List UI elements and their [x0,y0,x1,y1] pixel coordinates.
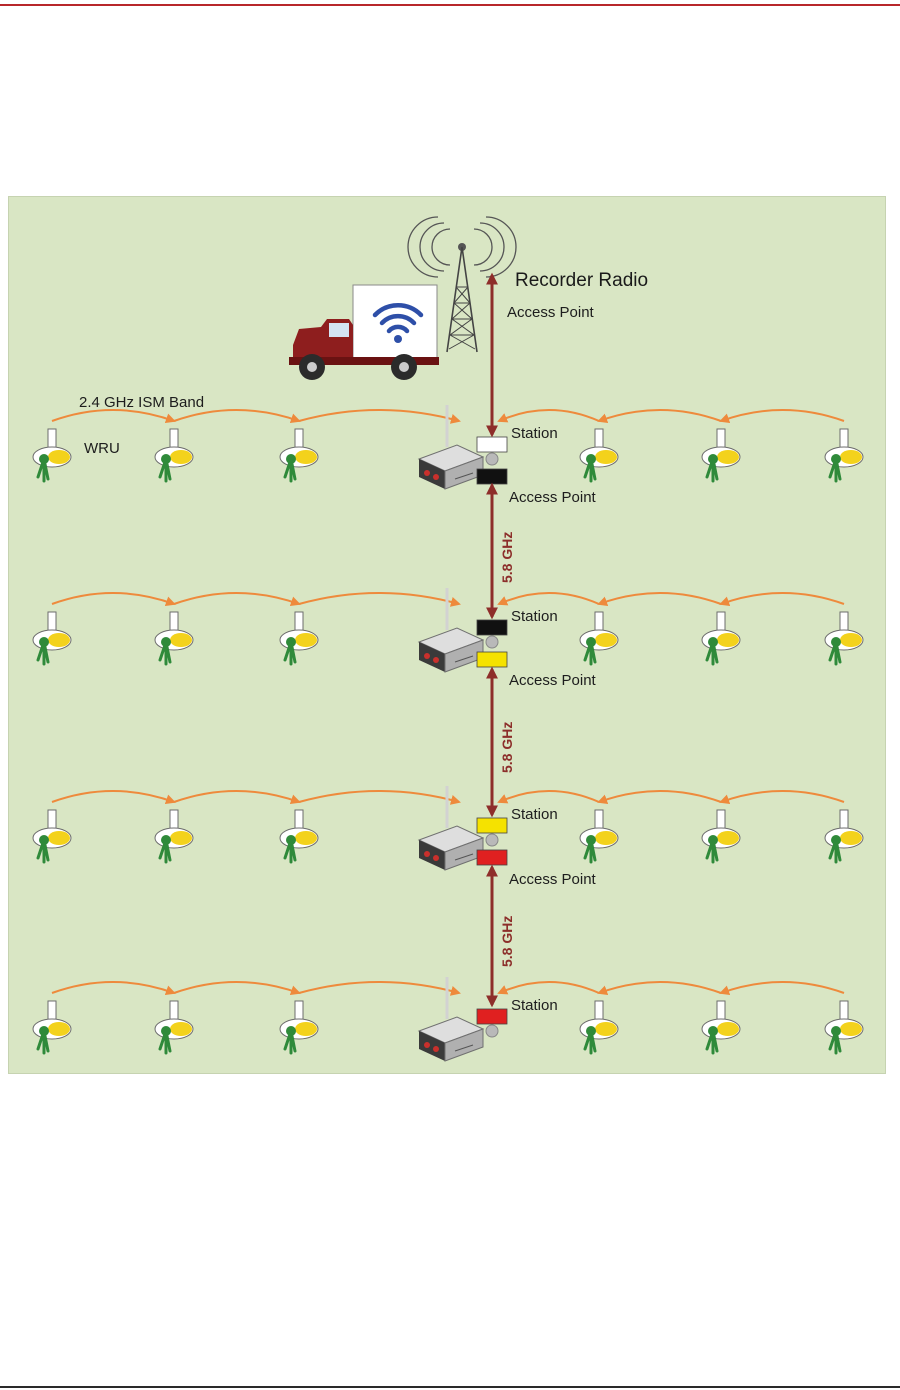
mesh-arrow [599,791,721,802]
band-58-label-1: 5.8 GHz [500,532,514,583]
wru-sensor-icon [825,429,863,481]
diagram-canvas [9,197,887,1075]
top-rule [0,4,900,6]
station-radio-badge [477,437,507,452]
access-point-label-1: Access Point [509,490,596,505]
access-point-radio-badge [477,850,507,865]
radio-connector [486,1025,498,1037]
wru-label: WRU [84,441,120,456]
mesh-arrow [174,791,299,802]
access-point-radio-badge [477,469,507,484]
band-58-label-3: 5.8 GHz [500,916,514,967]
truck-icon [289,285,439,380]
wru-sensor-icon [33,1001,71,1053]
mesh-arrow [299,982,459,993]
mesh-arrow [721,982,844,993]
wru-sensor-icon [825,1001,863,1053]
wru-sensor-icon [702,612,740,664]
mesh-arrow [299,593,459,604]
band-24-label: 2.4 GHz ISM Band [79,395,204,410]
mesh-arrow [721,410,844,421]
mesh-arrow [599,410,721,421]
mesh-arrow [174,982,299,993]
recorder-radio-label: Recorder Radio [515,271,648,290]
radio-node-icon [419,588,483,672]
radio-node-icon [419,977,483,1061]
wru-sensor-icon [280,429,318,481]
wru-sensor-icon [580,429,618,481]
station-label-2: Station [511,609,558,624]
mesh-arrow [721,791,844,802]
mesh-arrow [721,593,844,604]
radio-connector [486,453,498,465]
station-radio-badge [477,620,507,635]
mesh-arrow [52,593,174,604]
station-label-4: Station [511,998,558,1013]
wru-sensor-icon [155,612,193,664]
access-point-radio-badge [477,652,507,667]
mesh-arrow [174,593,299,604]
wru-sensor-icon [580,1001,618,1053]
station-radio-badge [477,818,507,833]
wru-sensor-icon [280,1001,318,1053]
access-point-label-top: Access Point [507,305,594,320]
mesh-arrow [499,791,599,802]
mesh-arrow [299,791,459,802]
radio-connector [486,636,498,648]
wru-sensor-icon [702,429,740,481]
radio-node-icon [419,786,483,870]
band-58-label-2: 5.8 GHz [500,722,514,773]
access-point-label-2: Access Point [509,673,596,688]
wru-sensor-icon [33,810,71,862]
mesh-arrow [52,410,174,421]
station-label-3: Station [511,807,558,822]
mesh-arrow [174,410,299,421]
wru-sensor-icon [702,1001,740,1053]
wru-sensor-icon [825,612,863,664]
wru-sensor-icon [580,612,618,664]
radio-connector [486,834,498,846]
mesh-arrow [499,982,599,993]
mesh-arrow [52,791,174,802]
mesh-arrow [599,982,721,993]
bottom-rule [0,1386,900,1388]
mesh-arrow [52,982,174,993]
access-point-label-3: Access Point [509,872,596,887]
mesh-arrow [599,593,721,604]
mesh-arrow [499,593,599,604]
wru-sensor-icon [33,429,71,481]
wru-sensor-icon [155,429,193,481]
wru-sensor-icon [155,1001,193,1053]
radio-node-icon [419,405,483,489]
wru-sensor-icon [33,612,71,664]
wru-sensor-icon [280,612,318,664]
wru-sensor-icon [280,810,318,862]
mesh-arrow [299,410,459,421]
mesh-arrow [499,410,599,421]
wru-sensor-icon [825,810,863,862]
wru-sensor-icon [580,810,618,862]
network-diagram: Recorder Radio Access Point 2.4 GHz ISM … [8,196,886,1074]
wru-sensor-icon [155,810,193,862]
wru-sensor-icon [702,810,740,862]
station-label-1: Station [511,426,558,441]
station-radio-badge [477,1009,507,1024]
